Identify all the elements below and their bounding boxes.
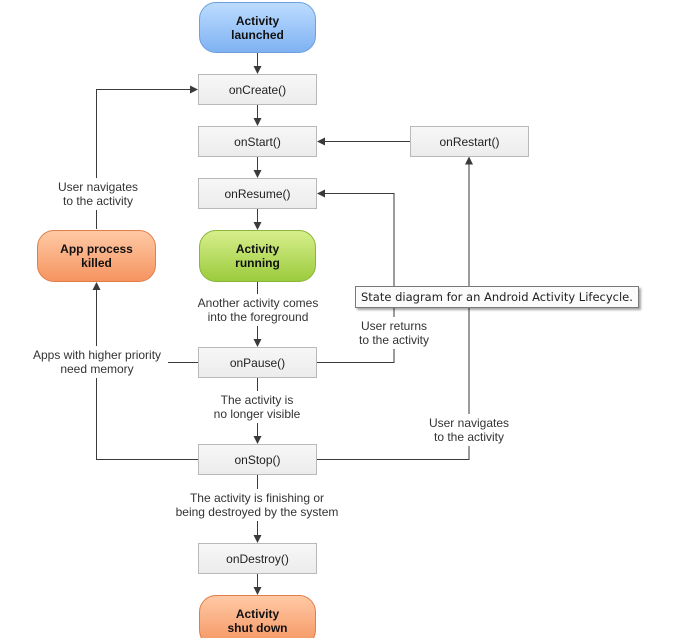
callback-oncreate: onCreate() bbox=[198, 74, 317, 105]
label-finishing-or-destroyed: The activity is finishing or being destr… bbox=[168, 489, 346, 521]
callback-onresume: onResume() bbox=[198, 178, 317, 209]
edge-onstop-to-onrestart bbox=[317, 156, 473, 460]
edge-onpause-to-onresume bbox=[317, 189, 395, 363]
label-another-activity-foreground: Another activity comes into the foregrou… bbox=[192, 294, 324, 326]
diagram-tooltip: State diagram for an Android Activity Li… bbox=[355, 286, 639, 308]
label-user-navigates-to-activity-right: User navigates to the activity bbox=[423, 414, 515, 446]
label-user-returns: User returns to the activity bbox=[354, 317, 434, 349]
callback-onrestart: onRestart() bbox=[410, 126, 529, 157]
edge-onstop-to-killed bbox=[92, 282, 198, 460]
state-activity-running: Activity running bbox=[199, 230, 316, 282]
label-user-navigates-to-activity-left: User navigates to the activity bbox=[52, 178, 144, 210]
callback-onstop: onStop() bbox=[198, 444, 317, 475]
state-activity-shut-down: Activity shut down bbox=[199, 595, 316, 638]
label-higher-priority-need-memory: Apps with higher priority need memory bbox=[26, 346, 168, 378]
callback-onpause: onPause() bbox=[198, 347, 317, 378]
callback-onstart: onStart() bbox=[198, 126, 317, 157]
label-no-longer-visible: The activity is no longer visible bbox=[208, 391, 306, 423]
state-activity-launched: Activity launched bbox=[199, 2, 316, 53]
state-app-process-killed: App process killed bbox=[37, 230, 156, 282]
callback-ondestroy: onDestroy() bbox=[198, 543, 317, 574]
